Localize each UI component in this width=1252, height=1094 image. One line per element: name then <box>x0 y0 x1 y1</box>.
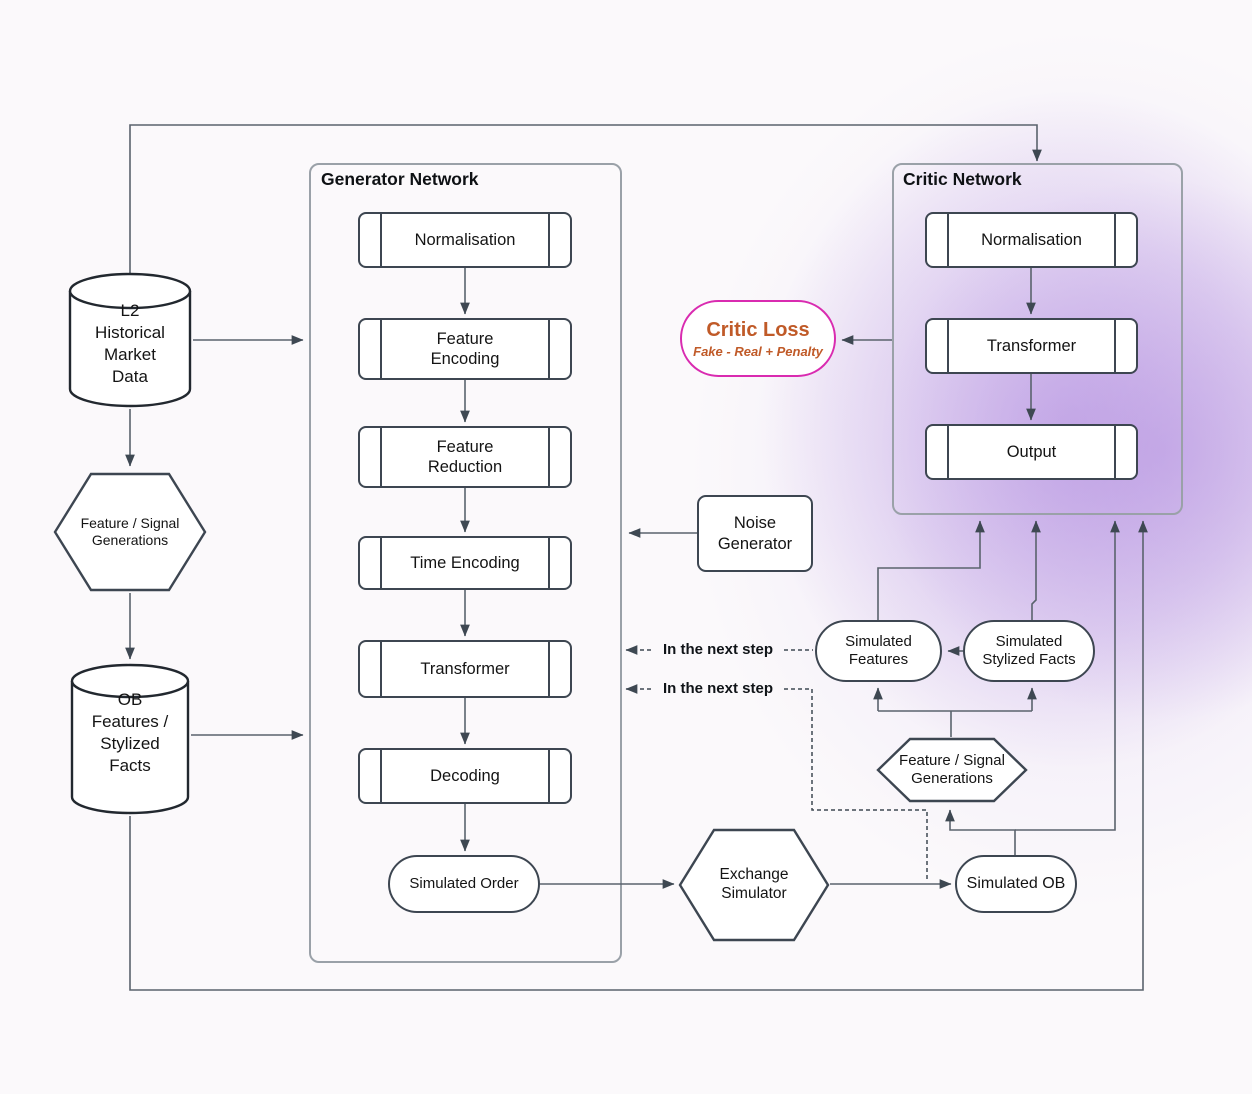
generator-network-title: Generator Network <box>321 169 479 189</box>
next-step-label-1: In the next step <box>662 641 774 658</box>
exchange-simulator-label: Exchange Simulator <box>719 866 789 902</box>
cylinder-shape <box>70 663 190 815</box>
hexagon-shape <box>53 472 207 592</box>
critic-step-transformer-label: Transformer <box>986 336 1077 355</box>
simulated-order-node: Simulated Order <box>388 855 540 913</box>
l2-market-data-node: L2 Historical Market Data <box>68 272 192 408</box>
edge-stylized-to-critic <box>1031 520 1041 620</box>
gen-step-transformer-label: Transformer <box>420 659 510 678</box>
gen-step-time-encoding-label: Time Encoding <box>410 553 520 572</box>
critic-step-normalisation-label: Normalisation <box>981 230 1082 249</box>
critic-loss-formula: Fake - Real + Penalty <box>693 343 823 359</box>
noise-generator-node: Noise Generator <box>697 495 813 572</box>
simulated-features-node: Simulated Features <box>815 620 942 682</box>
exchange-simulator-node: Exchange Simulator <box>678 828 830 942</box>
feature-signal-right-label: Feature / Signal Generations <box>899 751 1005 787</box>
next-step-label-2: In the next step <box>662 680 774 697</box>
feature-signal-right-node: Feature / Signal Generations <box>876 737 1028 803</box>
edge-simob-to-feature-signal <box>945 809 1016 855</box>
critic-step-output: Output <box>925 424 1138 480</box>
critic-step-output-label: Output <box>1006 442 1057 461</box>
simulated-stylized-facts-label: Simulated Stylized Facts <box>982 632 1076 668</box>
edge-simfeatures-to-critic <box>877 520 985 620</box>
gen-step-normalisation-label: Normalisation <box>414 230 516 249</box>
simulated-stylized-facts-node: Simulated Stylized Facts <box>963 620 1095 682</box>
simulated-ob-label: Simulated OB <box>966 875 1066 893</box>
simulated-order-label: Simulated Order <box>409 874 519 892</box>
critic-network-title: Critic Network <box>903 169 1022 189</box>
gen-step-feature-reduction-label: Feature Reduction <box>427 437 503 476</box>
ob-features-label: OB Features / Stylized Facts <box>91 690 169 776</box>
gen-step-feature-reduction: Feature Reduction <box>358 426 572 488</box>
noise-generator-label: Noise Generator <box>717 514 793 553</box>
gen-step-decoding-label: Decoding <box>430 766 500 785</box>
l2-market-data-label: L2 Historical Market Data <box>95 301 165 387</box>
edge-l2-to-critic-top <box>129 124 1042 273</box>
feature-signal-left-node: Feature / Signal Generations <box>53 472 207 592</box>
critic-loss-node: Critic Loss Fake - Real + Penalty <box>680 300 836 377</box>
critic-step-normalisation: Normalisation <box>925 212 1138 268</box>
edge-nextstep2-tail <box>784 688 928 879</box>
gen-step-transformer: Transformer <box>358 640 572 698</box>
gen-step-decoding: Decoding <box>358 748 572 804</box>
critic-loss-title: Critic Loss <box>706 318 810 341</box>
hexagon-shape <box>678 828 830 942</box>
simulated-ob-node: Simulated OB <box>955 855 1077 913</box>
gen-step-normalisation: Normalisation <box>358 212 572 268</box>
ob-features-node: OB Features / Stylized Facts <box>70 663 190 815</box>
simulated-features-label: Simulated Features <box>845 632 912 668</box>
gen-step-feature-encoding: Feature Encoding <box>358 318 572 380</box>
gen-step-feature-encoding-label: Feature Encoding <box>430 329 500 368</box>
generator-network-container <box>309 163 622 963</box>
critic-step-transformer: Transformer <box>925 318 1138 374</box>
gen-step-time-encoding: Time Encoding <box>358 536 572 590</box>
feature-signal-left-label: Feature / Signal Generations <box>80 514 180 548</box>
cylinder-shape <box>68 272 192 408</box>
